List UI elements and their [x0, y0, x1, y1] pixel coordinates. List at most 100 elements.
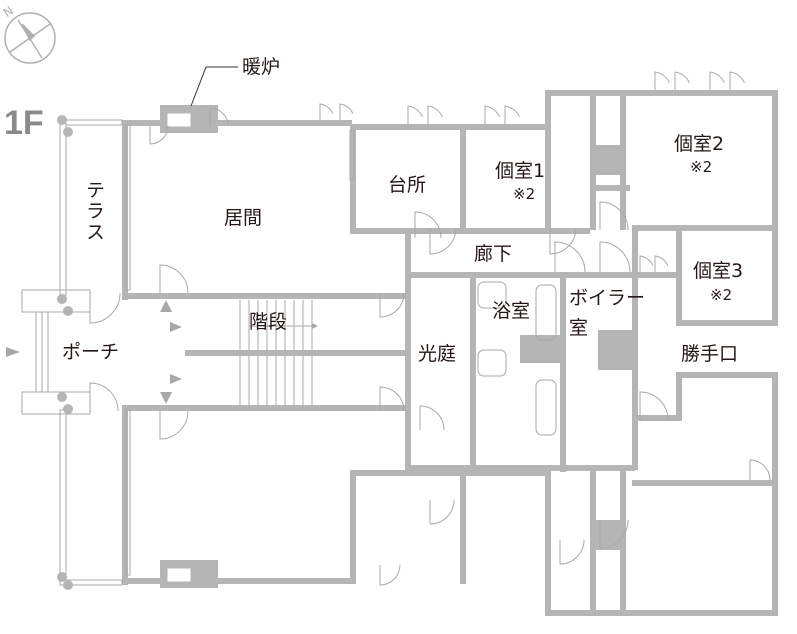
door-swing — [379, 292, 405, 318]
door-swing — [339, 103, 354, 120]
boiler-room-label-1: ボイラー — [569, 287, 646, 309]
column — [57, 392, 67, 402]
wall — [772, 90, 778, 326]
wall — [632, 480, 778, 486]
column — [57, 115, 67, 125]
wall — [185, 350, 405, 356]
wall — [620, 90, 626, 230]
bathroom-label: 浴室 — [492, 300, 531, 322]
wall — [122, 578, 352, 584]
wall — [545, 90, 778, 96]
column — [57, 294, 67, 304]
column — [63, 580, 73, 590]
room3-label: 個室3 — [693, 260, 744, 282]
porch-wall — [21, 289, 91, 313]
bath-fixture — [477, 349, 507, 377]
floor-label: 1F — [4, 104, 44, 142]
wall — [405, 272, 680, 278]
wall — [350, 470, 356, 584]
rail — [65, 119, 123, 126]
door-swing — [209, 107, 229, 127]
door-swing — [89, 292, 121, 324]
arrow-icon — [170, 374, 182, 384]
porch-wall — [21, 391, 91, 415]
door-swing — [159, 410, 189, 440]
arrow-icon — [160, 300, 172, 312]
room2-note: ※2 — [690, 158, 713, 176]
fireplace-leader-line — [190, 66, 238, 107]
door-swing — [484, 105, 500, 124]
wall — [772, 372, 778, 616]
wall — [545, 90, 551, 230]
rail — [125, 409, 131, 576]
door-swing — [729, 71, 745, 90]
wall — [122, 293, 405, 299]
door-swing — [419, 405, 445, 431]
walls — [122, 90, 778, 616]
door-swing — [159, 264, 189, 294]
wall — [560, 272, 566, 472]
porch-label: ポーチ — [62, 341, 120, 363]
doors — [89, 71, 771, 586]
wall — [122, 405, 128, 585]
door-swing — [429, 227, 457, 255]
room2-label: 個室2 — [674, 133, 725, 155]
wall — [676, 372, 682, 417]
north-label: N — [1, 3, 16, 20]
wall — [590, 520, 620, 550]
living-room-label: 居間 — [224, 207, 263, 229]
door-swing — [429, 499, 455, 525]
door-swing — [319, 103, 334, 120]
wall — [460, 470, 466, 584]
wall — [122, 120, 352, 126]
column — [63, 404, 73, 414]
wall — [350, 470, 550, 476]
door-swing — [599, 519, 629, 549]
wall — [122, 405, 407, 411]
fireplace — [166, 112, 192, 128]
service-entrance-label: 勝手口 — [681, 343, 739, 365]
wall — [676, 320, 778, 326]
door-swing — [749, 459, 771, 481]
bath-fixture — [477, 281, 507, 309]
entry-arrow-icon — [6, 347, 20, 357]
wall — [350, 124, 356, 234]
column — [63, 306, 73, 316]
door-swing — [427, 105, 443, 124]
wall — [632, 415, 682, 421]
wall — [405, 232, 411, 472]
door-swing — [674, 71, 690, 90]
door-swing — [149, 125, 169, 145]
wall — [590, 185, 630, 191]
room3-note: ※2 — [710, 286, 733, 304]
corridor-label: 廊下 — [474, 243, 513, 265]
wall — [545, 610, 778, 616]
lightwell-label: 光庭 — [418, 343, 457, 365]
door-swing — [407, 105, 423, 124]
wall — [632, 225, 778, 231]
kitchen-label: 台所 — [388, 174, 427, 196]
arrow-icon — [170, 322, 182, 332]
door-swing — [379, 386, 405, 412]
column — [63, 127, 73, 137]
wall — [350, 228, 590, 234]
wall — [460, 124, 466, 234]
terrace-label: テラス — [83, 180, 105, 243]
door-swing — [414, 211, 442, 239]
door-swing — [504, 105, 520, 124]
thin-lines — [6, 115, 557, 590]
fireplace-label: 暖炉 — [242, 56, 281, 78]
rail — [65, 579, 123, 586]
door-swing — [654, 71, 670, 90]
door-swing — [639, 255, 654, 272]
stairs-label: 階段 — [249, 311, 288, 333]
door-swing — [549, 227, 577, 255]
arrow-icon — [312, 323, 318, 329]
wall — [470, 272, 476, 472]
rail — [349, 129, 355, 181]
door-swing — [639, 391, 669, 421]
door-swing — [559, 539, 585, 565]
rail — [59, 409, 67, 586]
wall — [620, 470, 626, 616]
arrow-icon — [160, 392, 172, 404]
